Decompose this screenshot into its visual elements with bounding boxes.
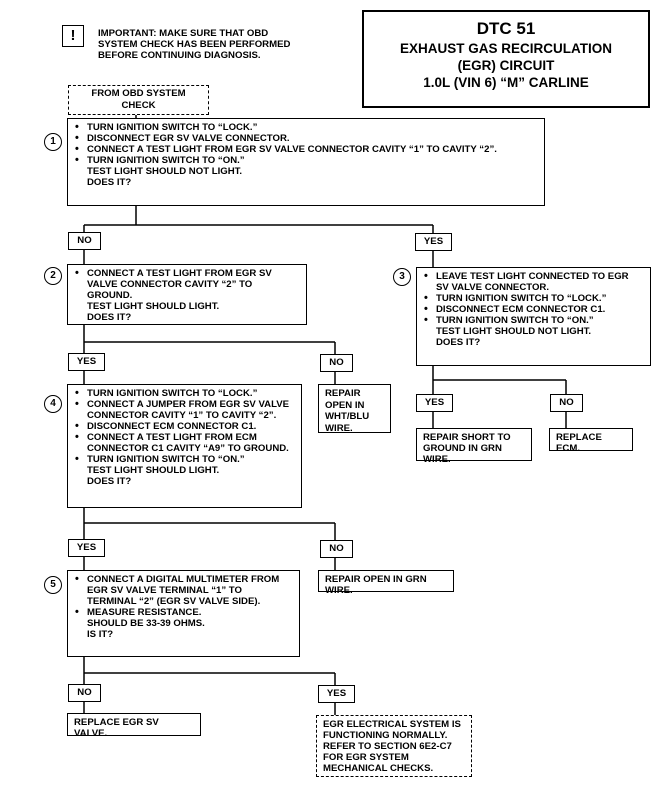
normal-line-1: EGR ELECTRICAL SYSTEM IS FUNCTIONING NOR… <box>323 719 461 741</box>
step-3-bullet: TURN IGNITION SWITCH TO “LOCK.” <box>423 293 644 304</box>
step-4-question: DOES IT? <box>87 476 132 487</box>
step-4-bullet: CONNECT A TEST LIGHT FROM ECM CONNECTOR … <box>74 432 295 454</box>
dtc-code: DTC 51 <box>476 19 536 38</box>
step-1-bullet: TURN IGNITION SWITCH TO “ON.” <box>74 155 538 166</box>
step-1-yes-label: YES <box>415 233 452 251</box>
step-2-yes-label: YES <box>68 353 105 371</box>
warning-icon: ! <box>62 25 84 47</box>
title-line-3: 1.0L (VIN 6) “M” CARLINE <box>423 75 589 90</box>
important-line-3: BEFORE CONTINUING DIAGNOSIS. <box>98 50 261 61</box>
step-3-bullet: DISCONNECT ECM CONNECTOR C1. <box>423 304 644 315</box>
result-replace-ecm: REPLACE ECM. <box>549 428 633 454</box>
step-5-no-label: NO <box>68 684 101 702</box>
important-note: ! IMPORTANT: MAKE SURE THAT OBD SYSTEM C… <box>62 25 332 61</box>
step-2-number: 2 <box>44 267 62 285</box>
start-box: FROM OBD SYSTEM CHECK <box>68 85 209 115</box>
result-repair-short-grn: REPAIR SHORT TO GROUND IN GRN WIRE. <box>416 428 532 465</box>
result-repair-open-wht-blu: REPAIR OPEN IN WHT/BLU WIRE. <box>318 384 391 434</box>
step-3-number: 3 <box>393 268 411 286</box>
step-3-expectation: TEST LIGHT SHOULD NOT LIGHT. <box>436 326 592 337</box>
step-3-question: DOES IT? <box>436 337 481 348</box>
step-5-yes-label: YES <box>318 685 355 703</box>
step-3-bullet: LEAVE TEST LIGHT CONNECTED TO EGR SV VAL… <box>423 271 644 293</box>
step-1-bullet: CONNECT A TEST LIGHT FROM EGR SV VALVE C… <box>74 144 538 155</box>
result-system-normal: EGR ELECTRICAL SYSTEM IS FUNCTIONING NOR… <box>316 715 472 777</box>
title-line-2: (EGR) CIRCUIT <box>457 58 555 73</box>
step-4-bullet: TURN IGNITION SWITCH TO “LOCK.” <box>74 388 295 399</box>
step-4-no-label: NO <box>320 540 353 558</box>
step-3-no-label: NO <box>550 394 583 412</box>
step-2-expectation: TEST LIGHT SHOULD LIGHT. <box>87 301 220 312</box>
step-1-bullet: TURN IGNITION SWITCH TO “LOCK.” <box>74 122 538 133</box>
step-5-expectation: SHOULD BE 33-39 OHMS. <box>87 618 205 629</box>
step-2-box: CONNECT A TEST LIGHT FROM EGR SV VALVE C… <box>67 264 307 325</box>
step-3-yes-label: YES <box>416 394 453 412</box>
step-4-expectation: TEST LIGHT SHOULD LIGHT. <box>87 465 220 476</box>
step-5-box: CONNECT A DIGITAL MULTIMETER FROM EGR SV… <box>67 570 300 657</box>
result-replace-egr-sv-valve: REPLACE EGR SV VALVE. <box>67 713 201 739</box>
step-5-bullet: MEASURE RESISTANCE. <box>74 607 293 618</box>
step-4-yes-label: YES <box>68 539 105 557</box>
step-2-question: DOES IT? <box>87 312 132 323</box>
important-line-1: IMPORTANT: MAKE SURE THAT OBD <box>98 28 269 39</box>
step-1-number: 1 <box>44 133 62 151</box>
step-2-no-label: NO <box>320 354 353 372</box>
step-1-question: DOES IT? <box>87 177 132 188</box>
title-line-1: EXHAUST GAS RECIRCULATION <box>399 41 612 56</box>
step-1-no-label: NO <box>68 232 101 250</box>
step-4-bullet: DISCONNECT ECM CONNECTOR C1. <box>74 421 295 432</box>
step-1-box: TURN IGNITION SWITCH TO “LOCK.” DISCONNE… <box>67 118 545 206</box>
result-repair-open-grn: REPAIR OPEN IN GRN WIRE. <box>318 570 454 596</box>
step-3-box: LEAVE TEST LIGHT CONNECTED TO EGR SV VAL… <box>416 267 651 366</box>
step-1-expectation: TEST LIGHT SHOULD NOT LIGHT. <box>87 166 243 177</box>
step-4-bullet: TURN IGNITION SWITCH TO “ON.” <box>74 454 295 465</box>
step-5-question: IS IT? <box>87 629 114 640</box>
title-block: DTC 51 EXHAUST GAS RECIRCULATION (EGR) C… <box>362 10 650 108</box>
step-4-box: TURN IGNITION SWITCH TO “LOCK.” CONNECT … <box>67 384 302 508</box>
step-2-bullet: CONNECT A TEST LIGHT FROM EGR SV VALVE C… <box>74 268 300 301</box>
step-4-number: 4 <box>44 395 62 413</box>
important-line-2: SYSTEM CHECK HAS BEEN PERFORMED <box>98 39 291 50</box>
step-5-bullet: CONNECT A DIGITAL MULTIMETER FROM EGR SV… <box>74 574 293 607</box>
normal-line-2: REFER TO SECTION 6E2-C7 FOR EGR SYSTEM M… <box>323 741 452 774</box>
step-4-bullet: CONNECT A JUMPER FROM EGR SV VALVE CONNE… <box>74 399 295 421</box>
step-5-number: 5 <box>44 576 62 594</box>
step-3-bullet: TURN IGNITION SWITCH TO “ON.” <box>423 315 644 326</box>
step-1-bullet: DISCONNECT EGR SV VALVE CONNECTOR. <box>74 133 538 144</box>
